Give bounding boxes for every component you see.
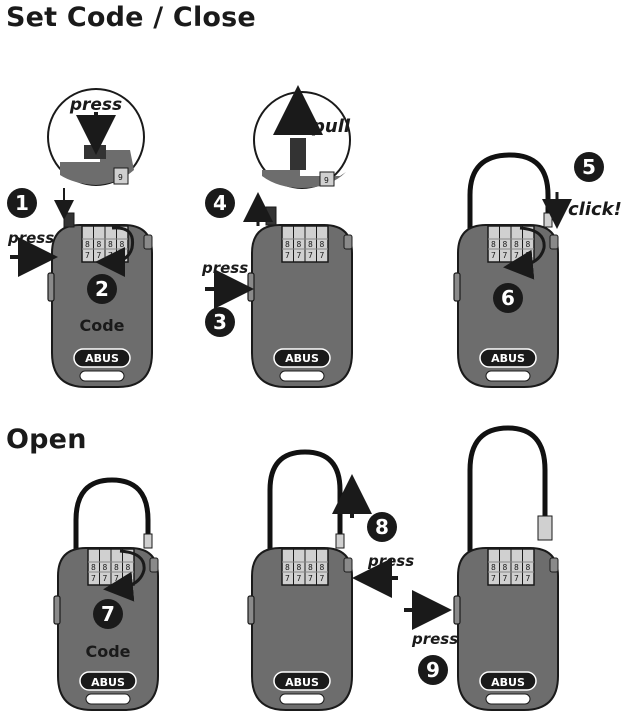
press-label: press (367, 552, 414, 570)
brand-logo: ABUS (91, 676, 125, 689)
step-badge-5 (574, 152, 604, 182)
step-number-6: 6 (501, 286, 515, 310)
lock-step-5-6: ABUS (453, 152, 559, 388)
step-badge-7 (93, 599, 123, 629)
svg-text:9: 9 (118, 173, 123, 182)
lock-step-1-2: ABUS Code (47, 212, 153, 388)
step-number-1: 1 (15, 191, 29, 215)
pull-label: pull (311, 116, 351, 137)
step-number-4: 4 (213, 191, 227, 215)
step-badge-6 (493, 283, 523, 313)
step-number-3: 3 (213, 310, 227, 334)
press-label: press (201, 259, 248, 277)
step-number-7: 7 (101, 602, 115, 626)
zoom-press: 9 press (47, 88, 145, 186)
brand-logo: ABUS (285, 352, 319, 365)
brand-logo: ABUS (285, 676, 319, 689)
brand-logo: ABUS (491, 676, 525, 689)
press-label: press (69, 95, 122, 115)
step-number-8: 8 (375, 515, 389, 539)
lock-step-3-4: ABUS (247, 206, 353, 388)
section-title-open: Open (6, 424, 87, 455)
step-badge-8 (367, 512, 397, 542)
lock-step-7: ABUS Code (53, 477, 159, 711)
code-label: Code (79, 316, 124, 335)
zoom-pull: 9 pull (253, 85, 351, 189)
lock-step-9: ABUS (453, 425, 559, 711)
step-badge-4 (205, 188, 235, 218)
code-label: Code (85, 642, 130, 661)
step-badge-1 (7, 188, 37, 218)
svg-text:9: 9 (324, 176, 329, 185)
step-badge-3 (205, 307, 235, 337)
press-label: press (411, 630, 458, 648)
step-number-9: 9 (426, 658, 440, 682)
press-label: press (7, 229, 54, 247)
step-badge-9 (418, 655, 448, 685)
step-badge-2 (87, 274, 117, 304)
click-label: click! (568, 199, 622, 220)
lock-step-8: ABUS (247, 449, 353, 711)
section-title-set-code: Set Code / Close (6, 2, 256, 33)
brand-logo: ABUS (491, 352, 525, 365)
step-number-5: 5 (582, 155, 596, 179)
brand-logo: ABUS (85, 352, 119, 365)
step-number-2: 2 (95, 277, 109, 301)
